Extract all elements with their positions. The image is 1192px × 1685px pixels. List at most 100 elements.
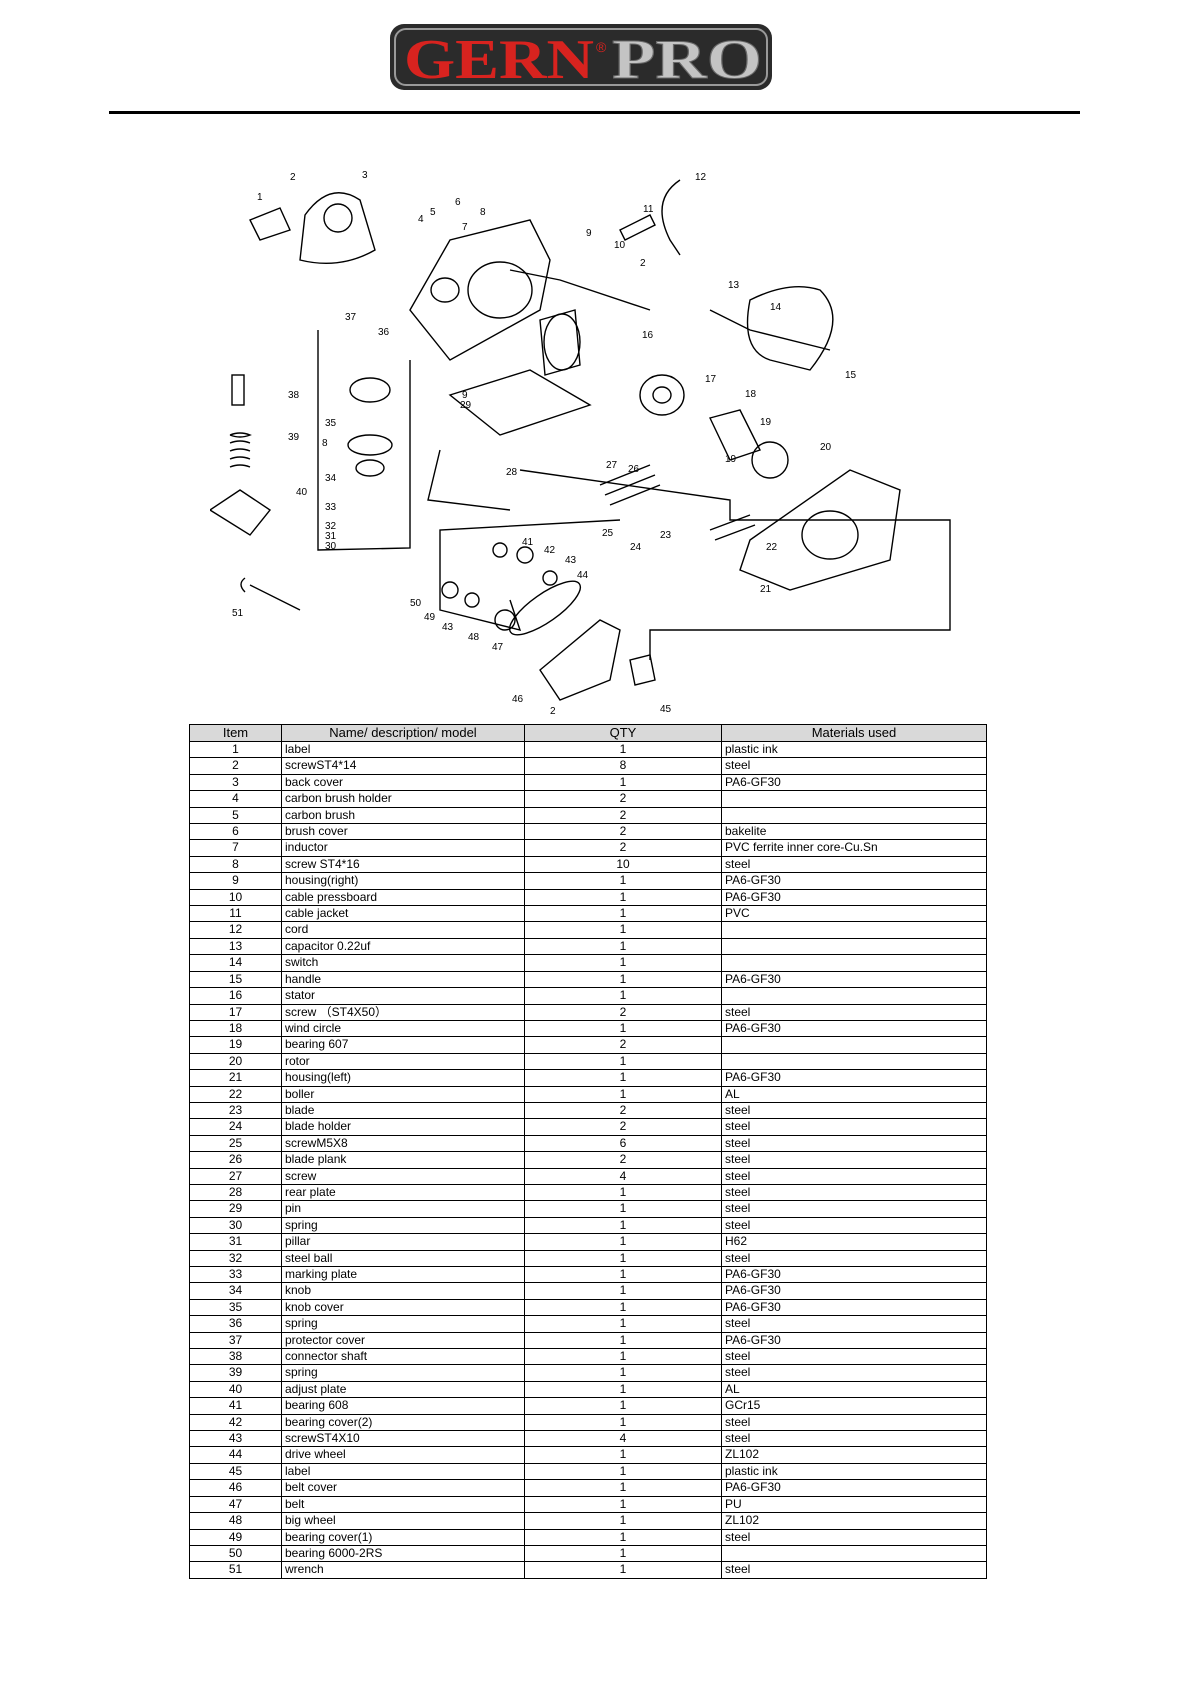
- cell-qty: 1: [524, 1446, 722, 1464]
- callout-50: 50: [410, 598, 422, 609]
- cell-qty: 1: [524, 1298, 722, 1317]
- cell-name: wind circle: [281, 1019, 525, 1038]
- cell-item: 43: [189, 1430, 282, 1448]
- exploded-view-diagram: 1 2 3 4 5 6 7 8 9 10 11 12 13 14 15 16 1…: [210, 170, 951, 717]
- belt-part: [508, 580, 582, 636]
- cell-qty: 2: [524, 806, 722, 825]
- cell-name: connector shaft: [281, 1348, 525, 1366]
- cell-name: stator: [281, 987, 525, 1005]
- cell-material: [721, 954, 987, 972]
- housing-left-part: [739, 469, 901, 591]
- adjust-plate-part: [210, 489, 272, 536]
- callout-18: 18: [745, 389, 757, 400]
- cell-material: PA6-GF30: [721, 773, 987, 792]
- cell-name: blade plank: [281, 1151, 525, 1169]
- cell-qty: 1: [524, 970, 722, 989]
- callout-3: 3: [362, 170, 368, 181]
- cell-name: knob: [281, 1282, 525, 1300]
- cell-material: steel: [721, 1151, 987, 1169]
- cell-name: rear plate: [281, 1183, 525, 1202]
- callout-49: 49: [424, 612, 436, 623]
- cell-qty: 1: [524, 1528, 722, 1546]
- callout-34: 34: [325, 473, 337, 484]
- callout-28: 28: [506, 467, 518, 478]
- cell-name: steel ball: [281, 1249, 525, 1268]
- cell-qty: 1: [524, 1348, 722, 1366]
- cell-item: 34: [189, 1282, 282, 1300]
- cell-name: carbon brush: [281, 806, 525, 825]
- cell-qty: 1: [524, 1364, 722, 1382]
- callout-4: 4: [418, 214, 424, 225]
- cell-item: 36: [189, 1315, 282, 1333]
- cell-name: screwST4*14: [281, 757, 525, 775]
- cell-material: ZL102: [721, 1446, 987, 1464]
- cell-name: cable pressboard: [281, 888, 525, 907]
- cell-qty: 1: [524, 1233, 722, 1251]
- cell-qty: 1: [524, 1216, 722, 1235]
- cell-item: 42: [189, 1413, 282, 1432]
- callout-13: 13: [728, 280, 740, 291]
- cell-material: steel: [721, 1101, 987, 1120]
- cell-item: 6: [189, 823, 282, 841]
- cell-item: 20: [189, 1052, 282, 1071]
- col-header-name: Name/ description/ model: [281, 724, 525, 742]
- logo-badge: [390, 24, 772, 90]
- cell-qty: 1: [524, 905, 722, 923]
- cell-material: PA6-GF30: [721, 1282, 987, 1300]
- callout-21: 21: [760, 584, 772, 595]
- cell-item: 33: [189, 1265, 282, 1284]
- callout-9b: 9: [462, 390, 468, 401]
- cell-item: 27: [189, 1167, 282, 1185]
- cell-name: back cover: [281, 773, 525, 792]
- cell-material: steel: [721, 1249, 987, 1268]
- wrench-part: [240, 577, 301, 611]
- callout-12: 12: [695, 172, 707, 183]
- callout-6: 6: [455, 197, 461, 208]
- cell-name: housing(left): [281, 1069, 525, 1087]
- cell-name: spring: [281, 1364, 525, 1382]
- cell-qty: 2: [524, 1101, 722, 1120]
- col-header-materials: Materials used: [721, 724, 987, 742]
- cell-material: PU: [721, 1495, 987, 1514]
- cell-material: steel: [721, 757, 987, 775]
- cell-item: 46: [189, 1479, 282, 1497]
- cell-qty: 2: [524, 1118, 722, 1136]
- cell-qty: 1: [524, 987, 722, 1005]
- cell-name: pin: [281, 1200, 525, 1218]
- cell-item: 48: [189, 1512, 282, 1530]
- callout-25: 25: [602, 528, 614, 539]
- cell-material: PA6-GF30: [721, 1479, 987, 1497]
- cell-qty: 8: [524, 757, 722, 775]
- cell-name: marking plate: [281, 1265, 525, 1284]
- cell-qty: 1: [524, 1069, 722, 1087]
- cell-material: steel: [721, 1003, 987, 1021]
- callout-43b: 43: [442, 622, 454, 633]
- callout-1: 1: [257, 192, 263, 203]
- callout-41: 41: [522, 537, 534, 548]
- callout-35: 35: [325, 418, 337, 429]
- cell-material: [721, 1052, 987, 1071]
- cell-qty: 4: [524, 1430, 722, 1448]
